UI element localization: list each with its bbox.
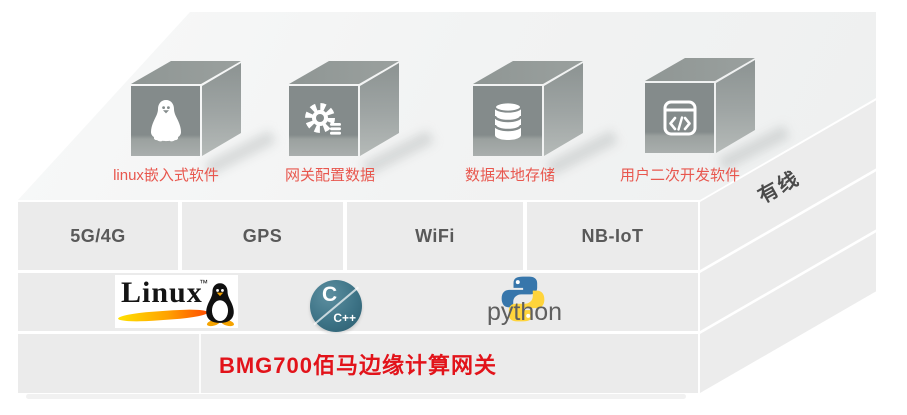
product-title: BMG700佰马边缘计算网关	[218, 352, 498, 378]
cube-label-user-development: 用户二次开发软件	[619, 167, 740, 184]
connectivity-cell-5g4g: 5G/4G	[18, 202, 178, 270]
cube-gateway-config	[289, 61, 399, 156]
tux-penguin-color-icon	[206, 283, 235, 327]
cube-linux-embedded	[131, 61, 241, 156]
code-window-icon	[663, 100, 697, 136]
cube-user-development	[645, 58, 755, 153]
python-logo-icon	[501, 276, 545, 322]
cpp-label: C++	[333, 311, 356, 325]
cube-label-local-storage: 数据本地存储	[464, 167, 555, 184]
cube-local-storage	[473, 61, 583, 156]
slab-bottom-shadow	[26, 394, 686, 399]
title-bar-seam	[199, 334, 201, 393]
database-storage-icon	[493, 101, 523, 140]
linux-wordmark: Linux	[121, 276, 203, 309]
product-title-bar: BMG700佰马边缘计算网关	[18, 334, 698, 393]
cube-label-gateway-config: 网关配置数据	[284, 167, 375, 184]
c-cpp-logo: C C++	[310, 280, 362, 332]
linux-trademark: ™	[199, 278, 208, 288]
linux-logo: Linux ™	[115, 275, 238, 328]
cube-front-face	[645, 83, 714, 153]
gear-config-icon	[305, 103, 341, 135]
c-label: C	[322, 283, 338, 306]
tux-penguin-icon	[151, 100, 181, 142]
cube-label-linux-embedded: linux嵌入式软件	[113, 167, 219, 184]
connectivity-cell-wifi: WiFi	[347, 202, 523, 270]
linux-swoosh	[117, 307, 209, 324]
python-wordmark: python	[487, 298, 563, 326]
connectivity-cell-nbiot: NB-IoT	[527, 202, 698, 270]
connectivity-cell-gps: GPS	[182, 202, 343, 270]
